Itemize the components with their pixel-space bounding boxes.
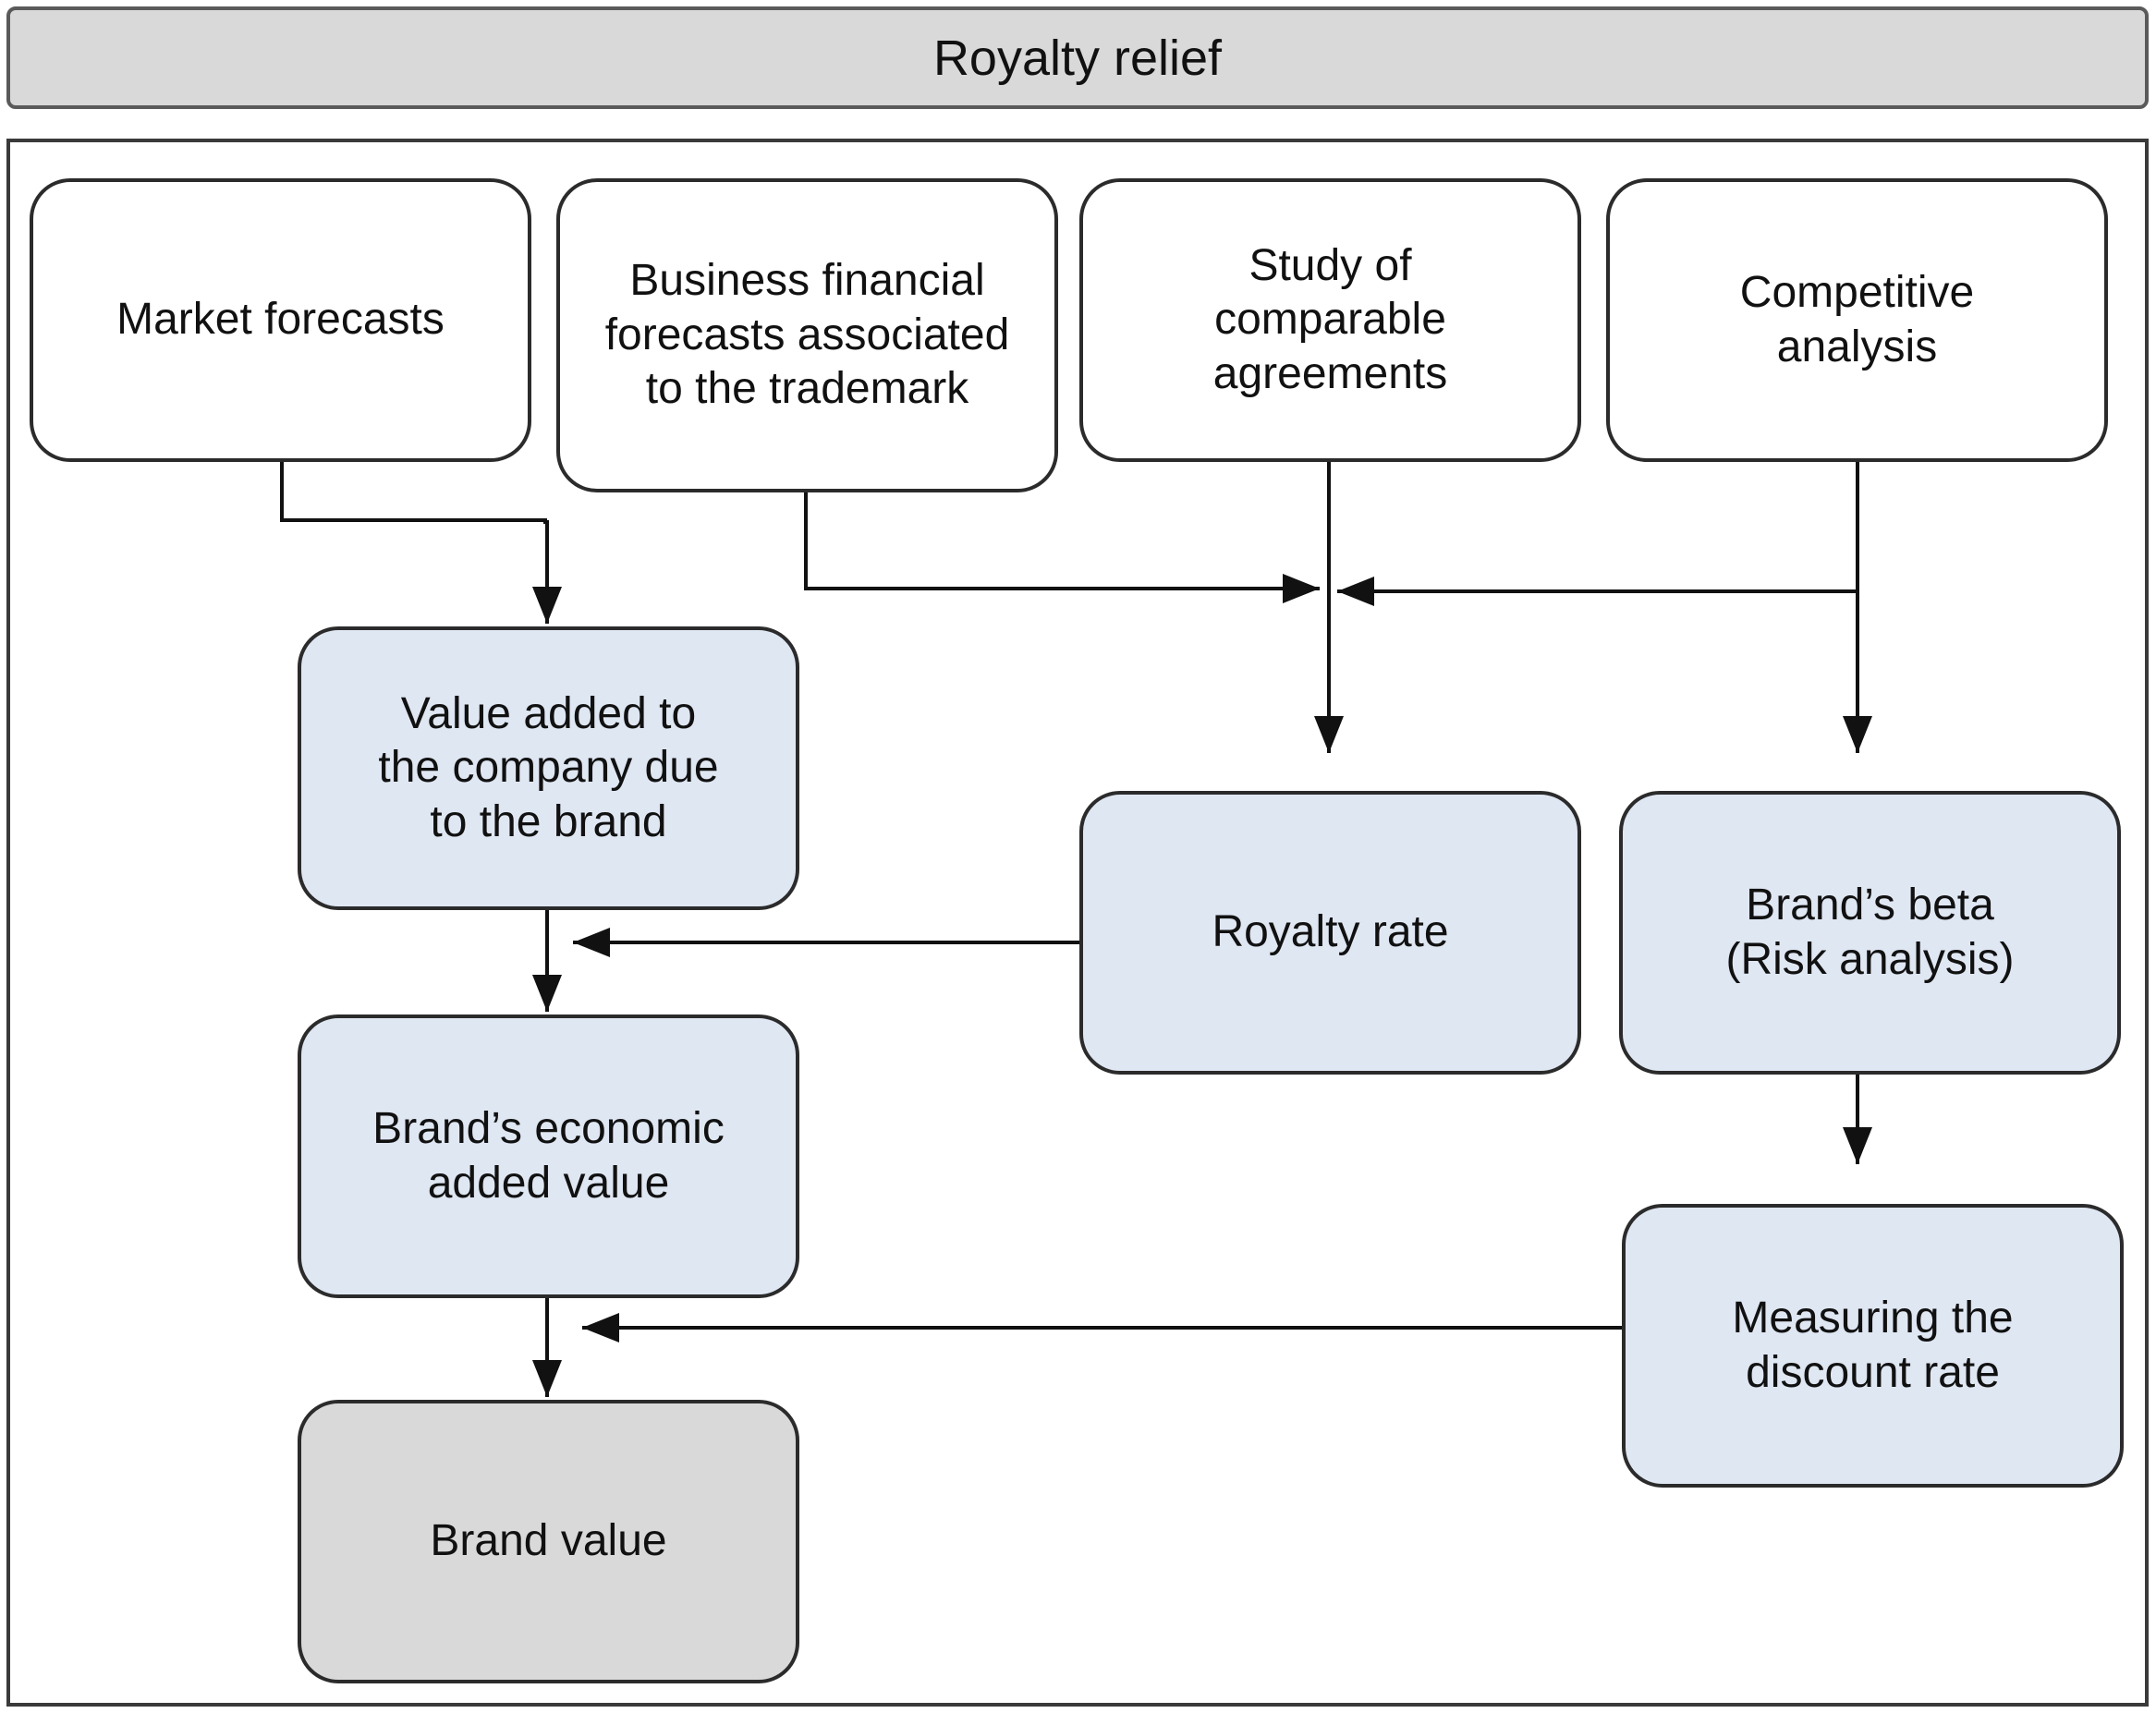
node-market-forecasts: Market forecasts: [30, 178, 531, 462]
edge-market-forecasts-to-value-added: [280, 462, 547, 524]
diagram-title: Royalty relief: [6, 6, 2149, 109]
node-comparable-agreements: Study of comparable agreements: [1079, 178, 1581, 462]
node-business-financial-forecasts: Business financial forecasts associated …: [556, 178, 1058, 492]
node-discount-rate: Measuring the discount rate: [1622, 1204, 2124, 1488]
edge-business-forecasts-to-junction: [804, 492, 1320, 603]
node-competitive-analysis: Competitive analysis: [1606, 178, 2108, 462]
node-value-added: Value added to the company due to the br…: [298, 626, 799, 910]
node-economic-added-value: Brand’s economic added value: [298, 1014, 799, 1298]
node-brand-beta: Brand’s beta (Risk analysis): [1619, 791, 2121, 1075]
node-royalty-rate: Royalty rate: [1079, 791, 1581, 1075]
node-brand-value: Brand value: [298, 1400, 799, 1683]
